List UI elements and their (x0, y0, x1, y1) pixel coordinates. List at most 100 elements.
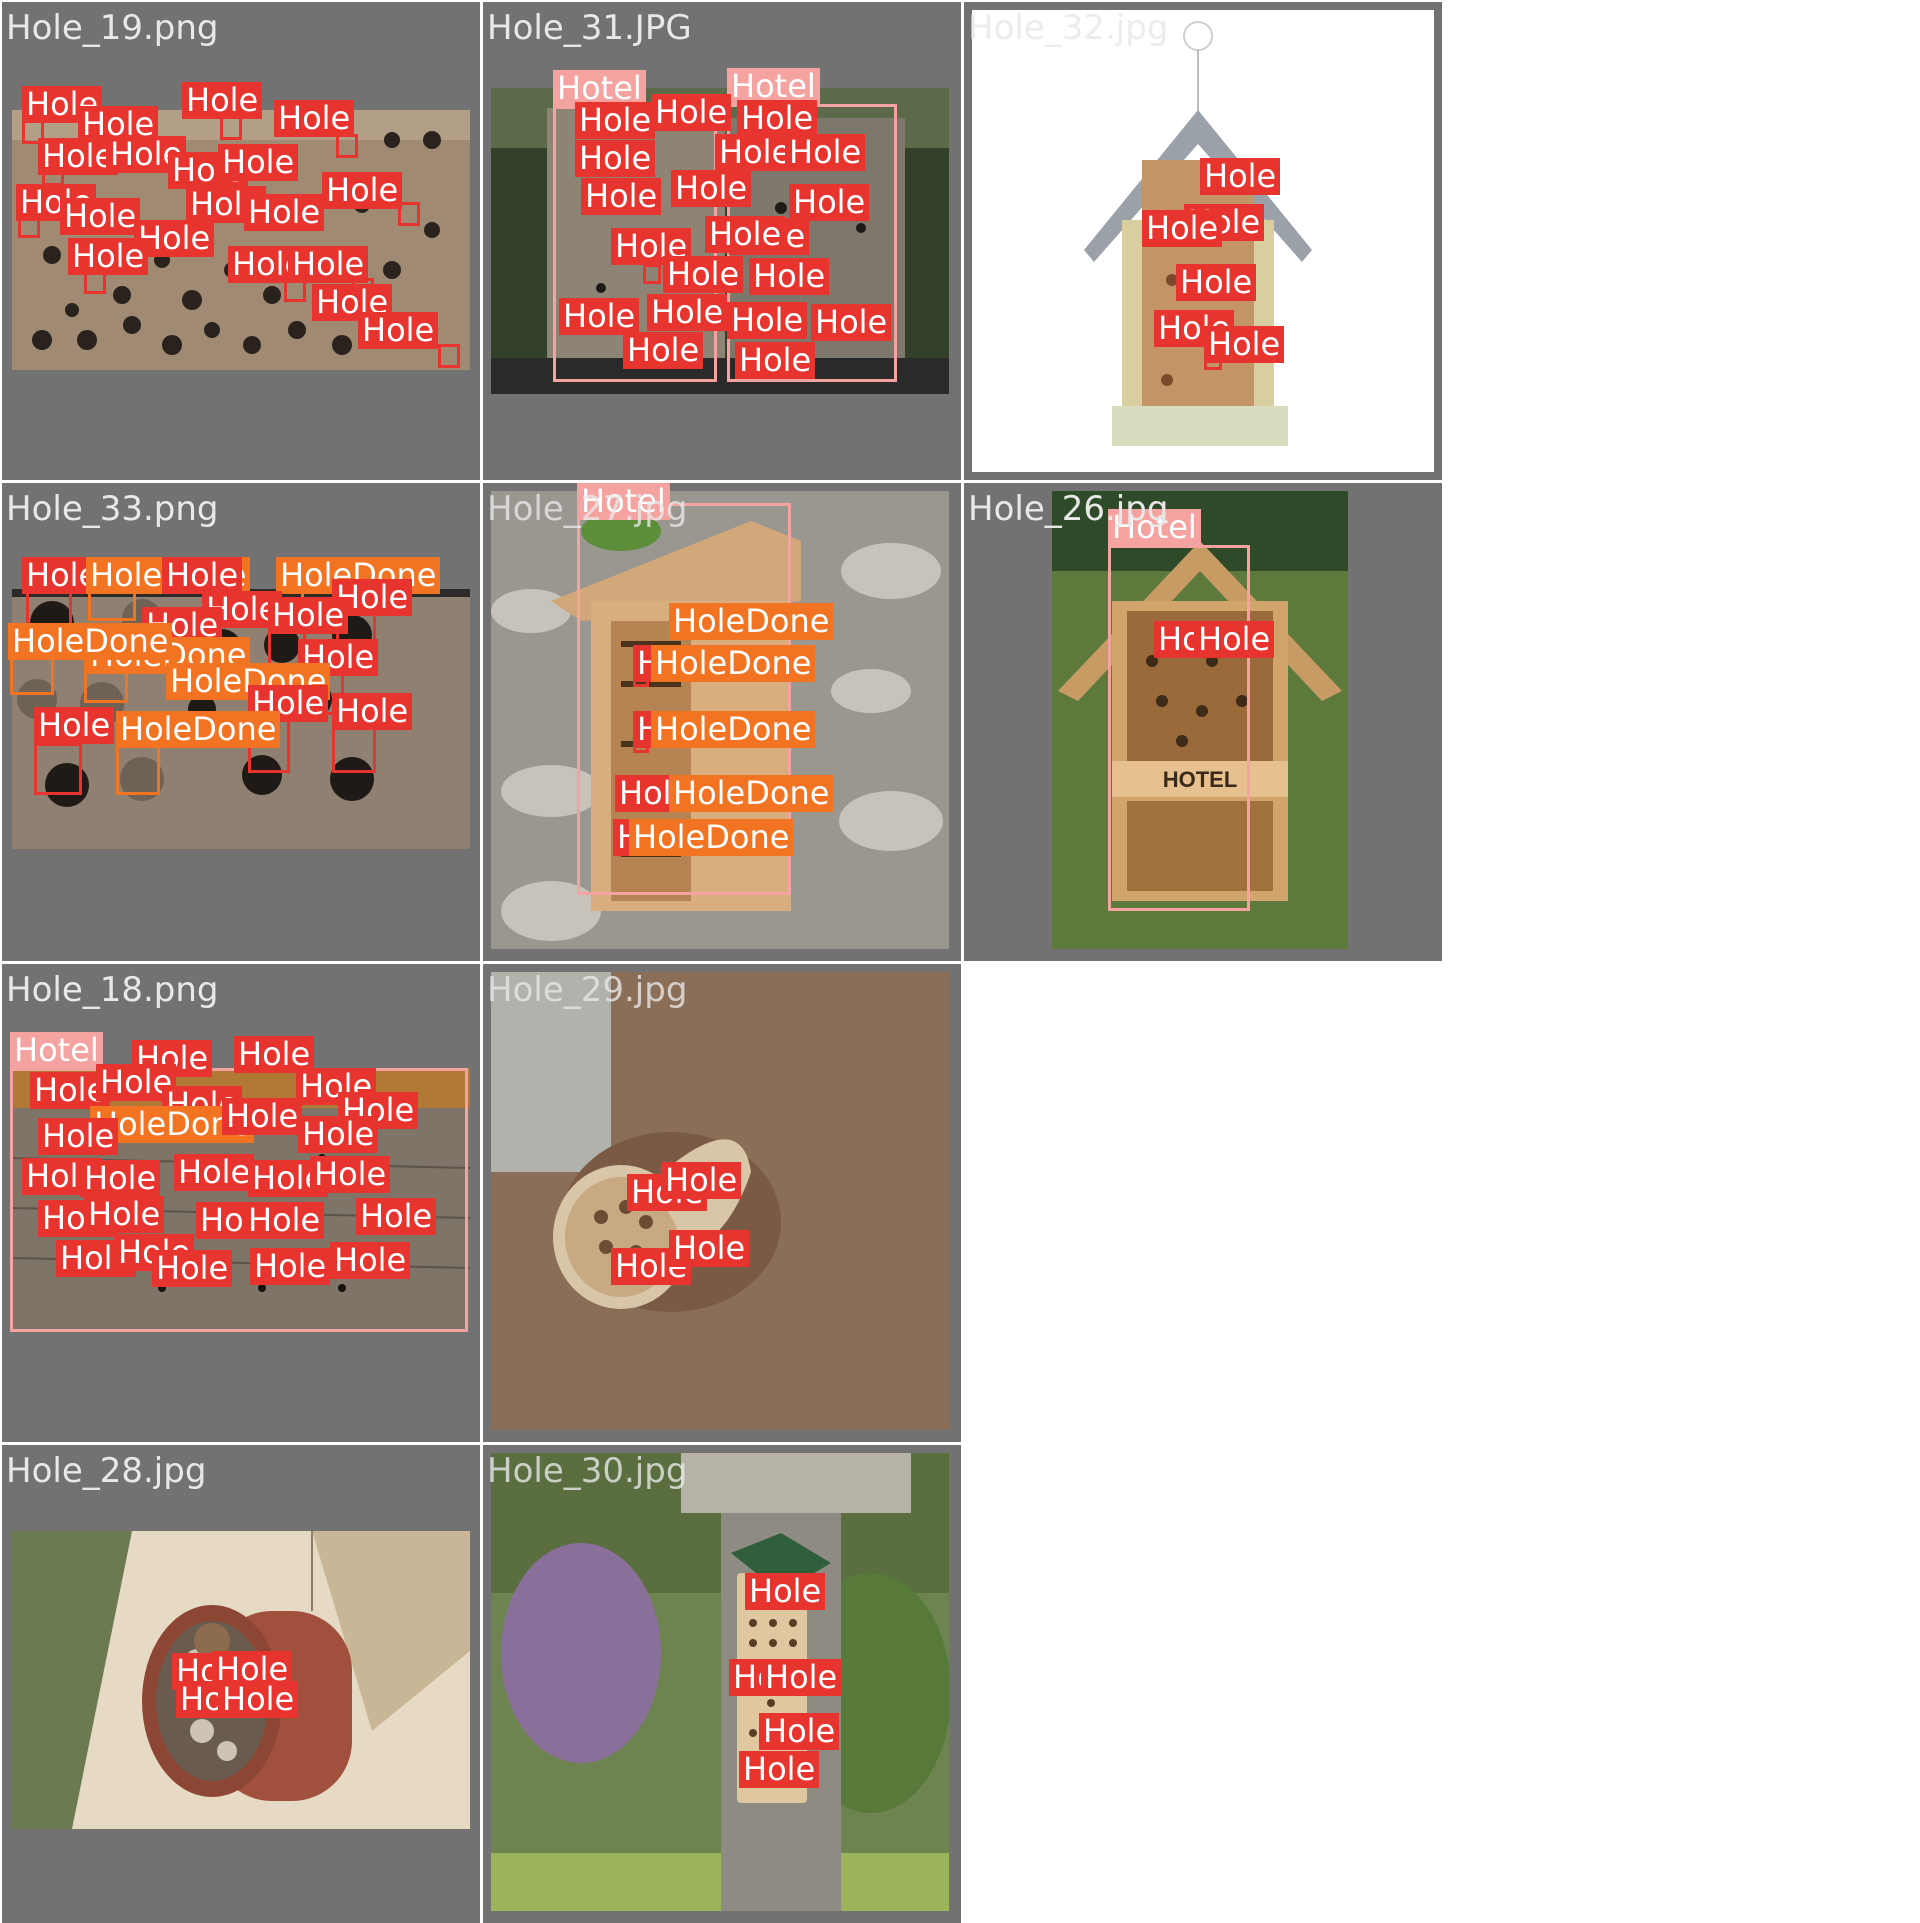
hole-tag: Hole (1176, 264, 1257, 301)
hole-tag: Hole (218, 144, 299, 181)
hotel-box (1108, 545, 1250, 911)
hole-tag: Hole (244, 194, 325, 231)
hole-tag: Hole (1204, 326, 1285, 363)
hole-tag: Hole (298, 1116, 379, 1153)
hole-tag: Hole (575, 102, 656, 139)
hole-tag: Hole (60, 198, 141, 235)
hole-box (438, 344, 460, 368)
hole-tag: Hole (22, 86, 103, 123)
tile-filename: Hole_28.jpg (6, 1451, 207, 1491)
grid-tile: Hole_32.jpg Hole Hole Hole Hole Hole Hol… (964, 2, 1442, 480)
hole-tag: Hole (737, 100, 818, 137)
hole-tag: Hole (1142, 210, 1223, 247)
hole-tag: Hole (739, 1751, 820, 1788)
tile-filename: Hole_31.JPG (487, 8, 692, 48)
hotel-tag: Hotel (10, 1032, 103, 1069)
grid-tile: Hole_28.jpg Hole Hole Hole Hole (2, 1445, 480, 1923)
hole-tag: Hole (34, 707, 115, 744)
hole-tag: Hole (623, 332, 704, 369)
hole-tag: Hole (332, 693, 413, 730)
hole-tag: Hole (80, 1160, 161, 1197)
post-mounted-hotel-photo (491, 1453, 949, 1911)
hotel-tag: Hotel (1108, 509, 1201, 546)
tile-filename: Hole_26.jpg (968, 489, 1169, 529)
hole-tag: Hole (651, 94, 732, 131)
hole-box (643, 264, 661, 284)
hole-tag: Hole (268, 597, 349, 634)
hole-tag: Hole (222, 1098, 303, 1135)
hole-tag: Hole (288, 246, 369, 283)
hole-tag: Hole (250, 1248, 331, 1285)
hole-tag: Hole (68, 238, 149, 275)
hole-tag: Hole (671, 170, 752, 207)
holedone-tag: HoleDone (651, 711, 816, 748)
hole-tag: Hole (162, 557, 243, 594)
hole-tag: Hole (663, 256, 744, 293)
hole-tag: Hole (749, 258, 830, 295)
grid-tile: Hole_18.png Hotel Hole Hole Hole Hole Ho… (2, 964, 480, 1442)
hole-tag: Hole (661, 1162, 742, 1199)
grid-tile: Hole_31.JPG Hotel Hotel Hole Hole Hole H… (483, 2, 961, 480)
hole-tag: Hole (785, 134, 866, 171)
hole-tag: Hole (745, 1573, 826, 1610)
hole-tag: Hole (134, 220, 215, 257)
hole-box (34, 743, 82, 795)
holedone-tag: HoleDone (651, 645, 816, 682)
hotel-tag: Hotel (577, 483, 670, 520)
hole-tag: Hole (581, 178, 662, 215)
hole-tag: Hole (356, 1198, 437, 1235)
holedone-tag: HoleDone (116, 711, 281, 748)
grid-tile: Hole_19.png Hole Hole Hole Hole Hole Hol… (2, 2, 480, 480)
hole-tag: Hole (727, 302, 808, 339)
hole-tag: Hole (218, 1681, 299, 1718)
hole-tag: Hole (182, 82, 263, 119)
hole-tag: Hole (96, 1064, 177, 1101)
tube-nest-photo (491, 972, 949, 1430)
hole-tag: Hole (575, 140, 656, 177)
holedone-tag: HoleDone (8, 623, 173, 660)
hole-tag: Hole (715, 134, 796, 171)
hole-tag: Hole (789, 184, 870, 221)
hotel-box (577, 503, 791, 895)
hole-tag: Hole (1200, 158, 1281, 195)
hole-box (220, 116, 242, 140)
hole-tag: Hole (310, 1156, 391, 1193)
hole-tag: Hole (322, 172, 403, 209)
hole-tag: Hole (174, 1154, 255, 1191)
holedone-tag: HoleDone (669, 603, 834, 640)
hole-tag: Hole (152, 1250, 233, 1287)
holedone-tag: HoleDone (629, 819, 794, 856)
hole-box (336, 134, 358, 158)
hole-tag: Hole (330, 1242, 411, 1279)
holedone-tag: HoleDone (669, 775, 834, 812)
grid-tile: Hole_33.png Hole HoleDone Hole HoleDone … (2, 483, 480, 961)
hole-tag: Hole (705, 216, 786, 253)
tile-filename: Hole_18.png (6, 970, 219, 1010)
hole-tag: Hole (234, 1036, 315, 1073)
tile-filename: Hole_33.png (6, 489, 219, 529)
hole-tag: Hole (84, 1196, 165, 1233)
hole-tag: Hole (358, 312, 439, 349)
hole-box (398, 202, 420, 226)
grid-tile: Hole_29.jpg Hole Hole Hole Hole (483, 964, 961, 1442)
tile-filename: Hole_30.jpg (487, 1451, 688, 1491)
hole-tag: Hole (1194, 621, 1275, 658)
hole-tag: Hole (759, 1713, 840, 1750)
hotel-sign-text: HOTEL (1163, 767, 1238, 792)
hole-tag: Hole (811, 304, 892, 341)
hole-tag: Hole (38, 138, 119, 175)
grid-tile: Hole_30.jpg Hole Hole Hole Hole Hole (483, 1445, 961, 1923)
hole-tag: Hole (647, 294, 728, 331)
hole-tag: Hole (669, 1230, 750, 1267)
hole-tag: Hole (244, 1202, 325, 1239)
hotel-tag: Hotel (727, 68, 820, 105)
tile-filename: Hole_27.jpg (487, 489, 688, 529)
tile-filename: Hole_32.jpg (968, 8, 1169, 48)
hole-tag: Hole (38, 1118, 119, 1155)
holedone-box (116, 743, 160, 795)
hole-tag: Hole (274, 100, 355, 137)
tile-filename: Hole_29.jpg (487, 970, 688, 1010)
grid-tile: Hole_27.jpg Hotel HoleDone Hole HoleDone… (483, 483, 961, 961)
hole-tag: Hole (735, 342, 816, 379)
hole-tag: Hole (559, 298, 640, 335)
